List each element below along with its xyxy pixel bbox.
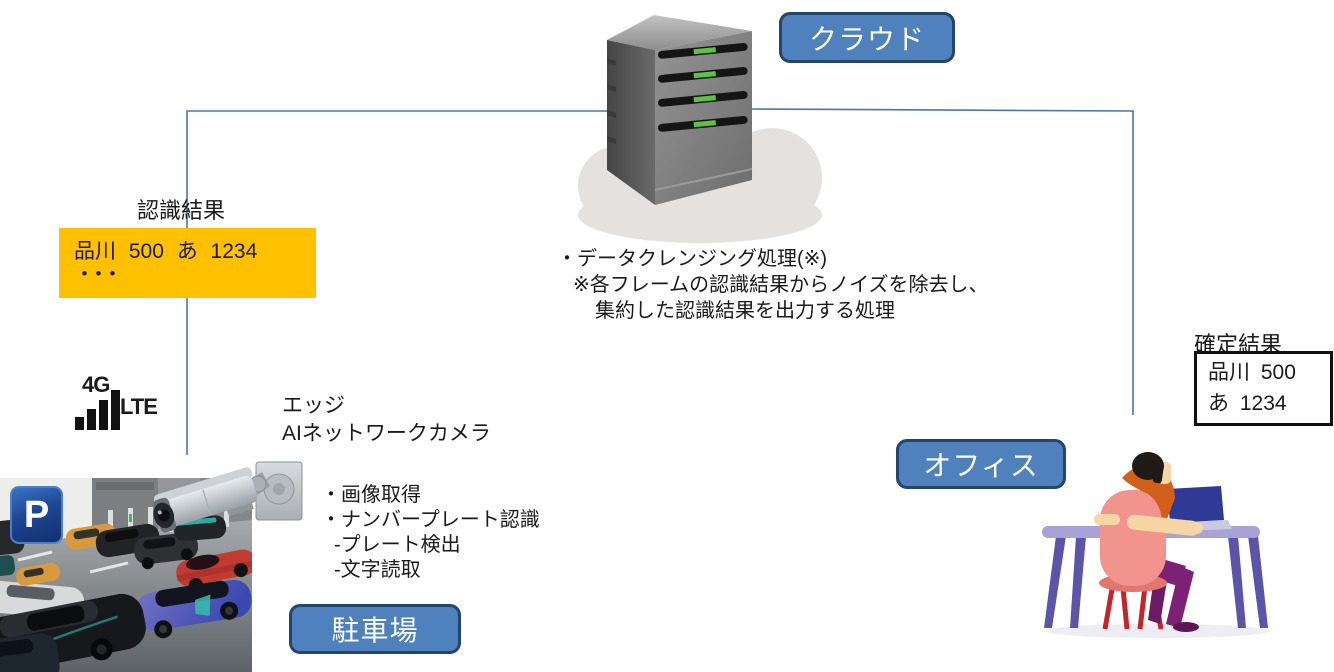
edge-caption-line1: エッジ xyxy=(282,394,345,417)
signal-bar xyxy=(111,390,120,430)
confirmed-result-box: 品川 500 あ 1234 xyxy=(1194,351,1333,426)
function-item: ・ナンバープレート認識 xyxy=(321,509,540,531)
signal-bar xyxy=(75,417,84,430)
recognition-result-box: 品川 500 あ 1234 ・・・ xyxy=(59,228,316,298)
lte-text: LTE xyxy=(120,394,158,419)
edge-camera-caption: エッジ AIネットワークカメラ xyxy=(282,392,491,448)
signal-bar xyxy=(87,409,96,430)
server-slot xyxy=(657,66,748,83)
server-side-vents xyxy=(607,58,616,144)
confirmed-plate-line1: 品川 500 xyxy=(1208,361,1296,384)
4g-text: 4G xyxy=(82,372,110,397)
ellipsis-text: ・・・ xyxy=(74,263,123,286)
cleansing-line3: 集約した認識結果を出力する処理 xyxy=(595,300,895,322)
cleansing-line2: ※各フレームの認識結果からノイズを除去し、 xyxy=(573,274,989,296)
signal-bar xyxy=(99,400,108,430)
camera-function-list: ・画像取得 ・ナンバープレート認識 -プレート検出 -文字読取 xyxy=(321,483,540,583)
recognized-plate-text: 品川 500 あ 1234 xyxy=(74,240,258,263)
server-slot xyxy=(657,90,748,107)
server-icon xyxy=(607,15,753,205)
network-4g-lte-icon: 4G LTE xyxy=(70,368,170,430)
person xyxy=(1094,452,1203,632)
confirmed-plate-line2: あ 1234 xyxy=(1208,392,1287,415)
cloud-processing-note: ・データクレンジング処理(※) ※各フレームの認識結果からノイズを除去し、 集約… xyxy=(557,246,989,324)
function-item: ・画像取得 xyxy=(321,484,421,506)
cleansing-line1: ・データクレンジング処理(※) xyxy=(557,248,828,270)
chair-back xyxy=(1100,490,1166,586)
parking-label: 駐車場 xyxy=(289,604,461,654)
security-camera-icon xyxy=(153,461,303,533)
connector-camera-to-cloud xyxy=(186,110,650,455)
desk-legs xyxy=(1044,536,1268,628)
parking-sign: P xyxy=(10,486,63,544)
function-item: -文字読取 xyxy=(334,559,421,581)
edge-caption-line2: AIネットワークカメラ xyxy=(282,422,491,445)
office-label: オフィス xyxy=(896,439,1066,489)
connector-cloud-to-office xyxy=(749,108,1134,415)
cloud-label: クラウド xyxy=(779,12,955,63)
function-item: -プレート検出 xyxy=(334,534,461,556)
person-at-desk-illustration xyxy=(1042,452,1270,638)
server-slot xyxy=(657,115,748,132)
connector-lines xyxy=(186,108,1134,455)
recognition-result-title: 認識結果 xyxy=(137,198,226,223)
signal-bars-icon xyxy=(75,390,120,430)
server-slot xyxy=(657,42,748,59)
